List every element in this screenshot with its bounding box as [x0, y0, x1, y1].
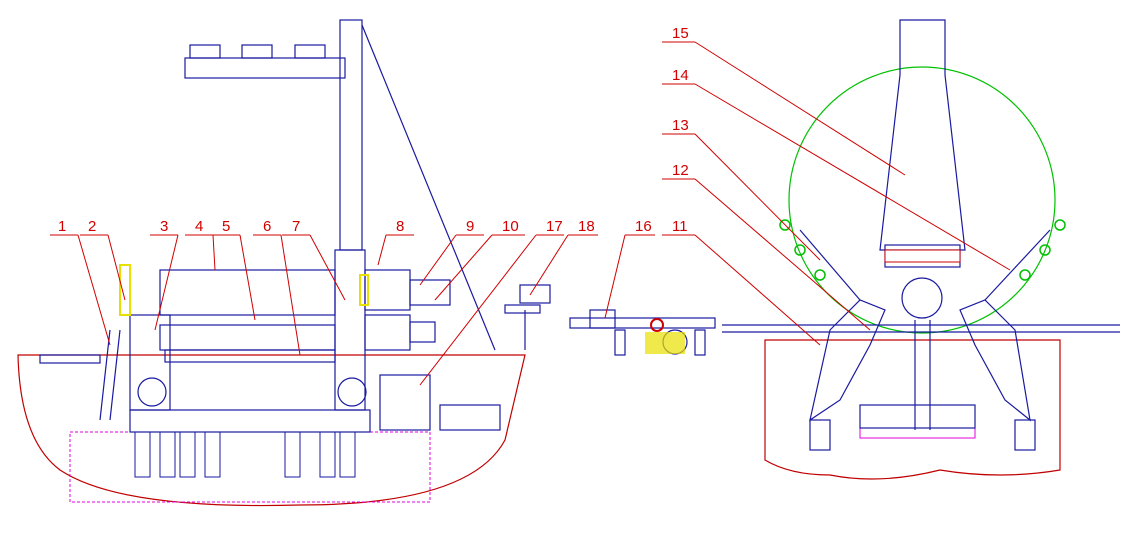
- callout-number: 17: [546, 218, 563, 235]
- callout-6: 6: [253, 218, 301, 356]
- green-arm-supports: [779, 219, 1066, 281]
- callout-leader: [419, 234, 457, 286]
- conveyor-wheel: [650, 318, 664, 332]
- side-conveyor: [569, 309, 716, 356]
- callout-number: 12: [672, 162, 689, 179]
- callout-leader: [377, 234, 387, 266]
- callout-number: 16: [635, 218, 652, 235]
- callout-number: 9: [466, 218, 474, 235]
- right-machine: [722, 19, 1120, 451]
- conveyor-motor: [645, 332, 685, 354]
- callout-leader: [77, 234, 111, 346]
- callout-number: 1: [58, 218, 66, 235]
- callout-15: 15: [662, 25, 906, 176]
- callout-17: 17: [419, 218, 564, 386]
- callout-leader: [212, 234, 216, 271]
- callout-number: 18: [578, 218, 595, 235]
- callout-leader: [604, 234, 626, 319]
- callout-number: 2: [88, 218, 96, 235]
- callout-1: 1: [50, 218, 111, 346]
- callout-9: 9: [419, 218, 484, 286]
- callout-leader: [154, 234, 179, 331]
- callout-leader: [239, 234, 256, 321]
- callout-leader: [529, 234, 569, 296]
- callout-leader: [694, 133, 821, 261]
- callout-leader: [280, 234, 301, 356]
- yellow-gear: [359, 274, 369, 306]
- callout-12: 12: [662, 162, 871, 331]
- callout-5: 5: [212, 218, 256, 321]
- callout-leader: [694, 83, 1011, 271]
- left-ground-outline: [17, 354, 526, 507]
- left-foundation-hatch: [69, 431, 431, 503]
- callout-number: 4: [195, 218, 203, 235]
- left-foundation-pits: [134, 431, 356, 478]
- callout-8: 8: [377, 218, 414, 266]
- callout-10: 10: [434, 218, 525, 301]
- callout-leader: [419, 234, 537, 386]
- callout-7: 7: [282, 218, 346, 301]
- callout-leader: [434, 234, 493, 301]
- callout-number: 13: [672, 117, 689, 134]
- yellow-bearing-left: [119, 264, 131, 316]
- callout-leader: [694, 41, 906, 176]
- callout-leader: [694, 234, 821, 346]
- callout-number: 8: [396, 218, 404, 235]
- callout-leader: [107, 234, 126, 301]
- rolling-circle: [788, 66, 1056, 334]
- callout-3: 3: [150, 218, 179, 331]
- title-plate: [884, 249, 961, 263]
- callout-number: 6: [263, 218, 271, 235]
- callout-18: 18: [529, 218, 598, 296]
- callout-leader: [694, 178, 871, 331]
- callout-number: 5: [222, 218, 230, 235]
- callout-13: 13: [662, 117, 821, 261]
- callout-number: 7: [292, 218, 300, 235]
- callout-leader: [309, 234, 346, 301]
- callout-number: 3: [160, 218, 168, 235]
- callout-number: 11: [672, 218, 688, 235]
- callout-number: 10: [502, 218, 519, 235]
- callout-number: 15: [672, 25, 689, 42]
- callout-4: 4: [185, 218, 216, 271]
- right-ground-outline: [764, 339, 1061, 480]
- callout-number: 14: [672, 67, 689, 84]
- callout-14: 14: [662, 67, 1011, 271]
- right-foundation: [859, 427, 976, 439]
- left-machine: [39, 19, 551, 433]
- callout-11: 11: [662, 218, 821, 346]
- callout-16: 16: [604, 218, 655, 319]
- callout-2: 2: [80, 218, 126, 301]
